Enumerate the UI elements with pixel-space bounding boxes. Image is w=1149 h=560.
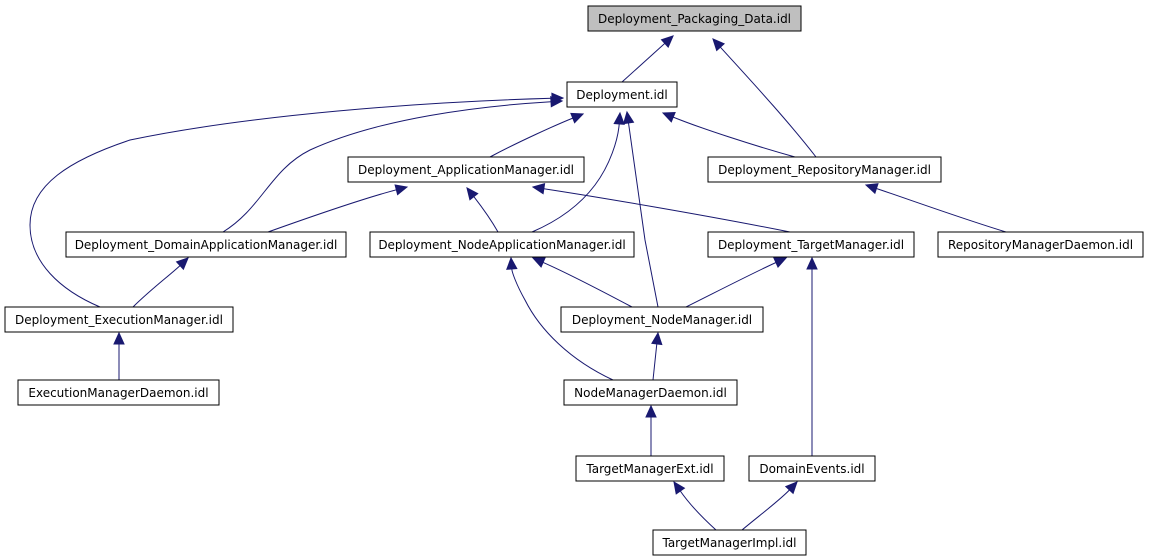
edge-line bbox=[542, 261, 633, 308]
edge-domain-events-to-target-manager bbox=[806, 256, 818, 456]
edge-line bbox=[652, 343, 658, 381]
edge-line bbox=[628, 122, 659, 308]
edge-line bbox=[720, 46, 817, 158]
edge-line bbox=[511, 268, 614, 381]
node-label: TargetManagerExt.idl bbox=[585, 462, 713, 476]
edge-application-manager-to-deployment bbox=[489, 112, 585, 158]
edge-line bbox=[543, 188, 791, 233]
arrowhead-icon bbox=[773, 257, 788, 269]
edge-domain-application-manager-to-application-manager bbox=[267, 184, 409, 233]
edge-line bbox=[29, 97, 553, 308]
arrowhead-icon bbox=[784, 481, 798, 495]
edge-layer bbox=[29, 35, 1007, 531]
edge-line bbox=[741, 489, 790, 531]
node-deployment-target-manager[interactable]: Deployment_TargetManager.idl bbox=[707, 231, 915, 258]
arrowhead-icon bbox=[466, 187, 479, 201]
edge-execution-manager-daemon-to-execution-manager bbox=[113, 331, 125, 380]
edge-repository-manager-to-deployment bbox=[661, 111, 796, 158]
node-deployment-repository-manager[interactable]: Deployment_RepositoryManager.idl bbox=[707, 156, 942, 183]
arrowhead-icon bbox=[712, 38, 726, 52]
edge-line bbox=[685, 262, 777, 308]
node-deployment-node-manager[interactable]: Deployment_NodeManager.idl bbox=[560, 306, 764, 333]
edge-repository-manager-daemon-to-repository-manager bbox=[864, 183, 1007, 233]
node-deployment-application-manager[interactable]: Deployment_ApplicationManager.idl bbox=[347, 156, 585, 183]
node-deployment-domain-application-manager[interactable]: Deployment_DomainApplicationManager.idl bbox=[65, 231, 347, 258]
edge-line bbox=[531, 123, 620, 233]
arrowhead-icon bbox=[622, 110, 635, 125]
node-target-manager-impl[interactable]: TargetManagerImpl.idl bbox=[652, 529, 807, 556]
node-deployment-node-application-manager[interactable]: Deployment_NodeApplicationManager.idl bbox=[369, 231, 635, 258]
edge-line bbox=[473, 196, 499, 233]
arrowhead-icon bbox=[113, 331, 125, 345]
arrowhead-icon bbox=[531, 183, 546, 195]
arrowhead-icon bbox=[660, 35, 674, 49]
arrowhead-icon bbox=[651, 331, 663, 346]
edge-target-manager-to-application-manager bbox=[531, 183, 791, 233]
edge-line bbox=[673, 116, 796, 158]
edge-line bbox=[489, 117, 573, 158]
node-deployment[interactable]: Deployment.idl bbox=[566, 81, 678, 108]
node-deployment-execution-manager[interactable]: Deployment_ExecutionManager.idl bbox=[4, 306, 234, 333]
edge-node-manager-to-deployment bbox=[622, 110, 659, 308]
arrowhead-icon bbox=[645, 404, 657, 418]
edge-line bbox=[267, 189, 397, 233]
arrowhead-icon bbox=[506, 256, 518, 270]
arrowhead-icon bbox=[531, 257, 546, 268]
edge-node-application-manager-to-deployment bbox=[531, 111, 625, 233]
node-execution-manager-daemon[interactable]: ExecutionManagerDaemon.idl bbox=[17, 379, 220, 406]
edge-node-manager-daemon-to-node-application-manager bbox=[506, 256, 614, 381]
arrowhead-icon bbox=[864, 183, 879, 195]
edge-target-manager-impl-to-domain-events bbox=[741, 481, 798, 531]
node-label: Deployment_NodeApplicationManager.idl bbox=[378, 238, 625, 252]
node-label: Deployment_ExecutionManager.idl bbox=[15, 313, 223, 327]
arrowhead-icon bbox=[613, 111, 625, 125]
edge-node-manager-to-target-manager bbox=[685, 257, 788, 308]
edge-repository-manager-to-packaging-data bbox=[712, 38, 817, 158]
node-label: Deployment_Packaging_Data.idl bbox=[598, 12, 791, 26]
node-label: Deployment_ApplicationManager.idl bbox=[358, 163, 574, 177]
edge-line bbox=[876, 188, 1007, 233]
arrowhead-icon bbox=[806, 256, 818, 270]
edge-target-manager-impl-to-target-manager-ext bbox=[673, 481, 717, 531]
node-label: Deployment.idl bbox=[576, 88, 668, 102]
edge-deployment-to-packaging-data bbox=[621, 35, 674, 83]
node-label: Deployment_NodeManager.idl bbox=[572, 313, 752, 327]
edge-node-application-manager-to-application-manager bbox=[466, 187, 499, 233]
edge-node-manager-daemon-to-node-manager bbox=[651, 331, 663, 381]
node-target-manager-ext[interactable]: TargetManagerExt.idl bbox=[575, 455, 725, 482]
node-domain-events[interactable]: DomainEvents.idl bbox=[748, 455, 876, 482]
node-label: NodeManagerDaemon.idl bbox=[574, 386, 727, 400]
arrowhead-icon bbox=[551, 92, 565, 105]
node-label: ExecutionManagerDaemon.idl bbox=[28, 386, 208, 400]
arrowhead-icon bbox=[175, 257, 189, 271]
node-repository-manager-daemon[interactable]: RepositoryManagerDaemon.idl bbox=[937, 231, 1144, 258]
node-label: Deployment_RepositoryManager.idl bbox=[718, 163, 931, 177]
node-deployment-packaging-data[interactable]: Deployment_Packaging_Data.idl bbox=[587, 5, 802, 32]
edge-line bbox=[679, 490, 717, 531]
node-label: DomainEvents.idl bbox=[759, 462, 864, 476]
arrowhead-icon bbox=[394, 184, 409, 196]
arrowhead-icon bbox=[673, 481, 686, 495]
edge-execution-manager-to-domain-application-manager bbox=[132, 257, 189, 308]
node-label: Deployment_TargetManager.idl bbox=[718, 238, 904, 252]
edge-execution-manager-to-deployment bbox=[29, 92, 565, 308]
edge-line bbox=[222, 101, 552, 233]
node-label: TargetManagerImpl.idl bbox=[661, 536, 796, 550]
edge-line bbox=[132, 265, 181, 308]
edge-line bbox=[621, 43, 666, 83]
node-label: RepositoryManagerDaemon.idl bbox=[948, 238, 1133, 252]
edge-target-manager-ext-to-node-manager-daemon bbox=[645, 404, 657, 456]
arrowhead-icon bbox=[661, 111, 676, 123]
arrowhead-icon bbox=[570, 112, 585, 124]
node-label: Deployment_DomainApplicationManager.idl bbox=[75, 238, 338, 252]
edge-node-manager-to-node-application-manager bbox=[531, 257, 633, 308]
node-node-manager-daemon[interactable]: NodeManagerDaemon.idl bbox=[563, 379, 738, 406]
